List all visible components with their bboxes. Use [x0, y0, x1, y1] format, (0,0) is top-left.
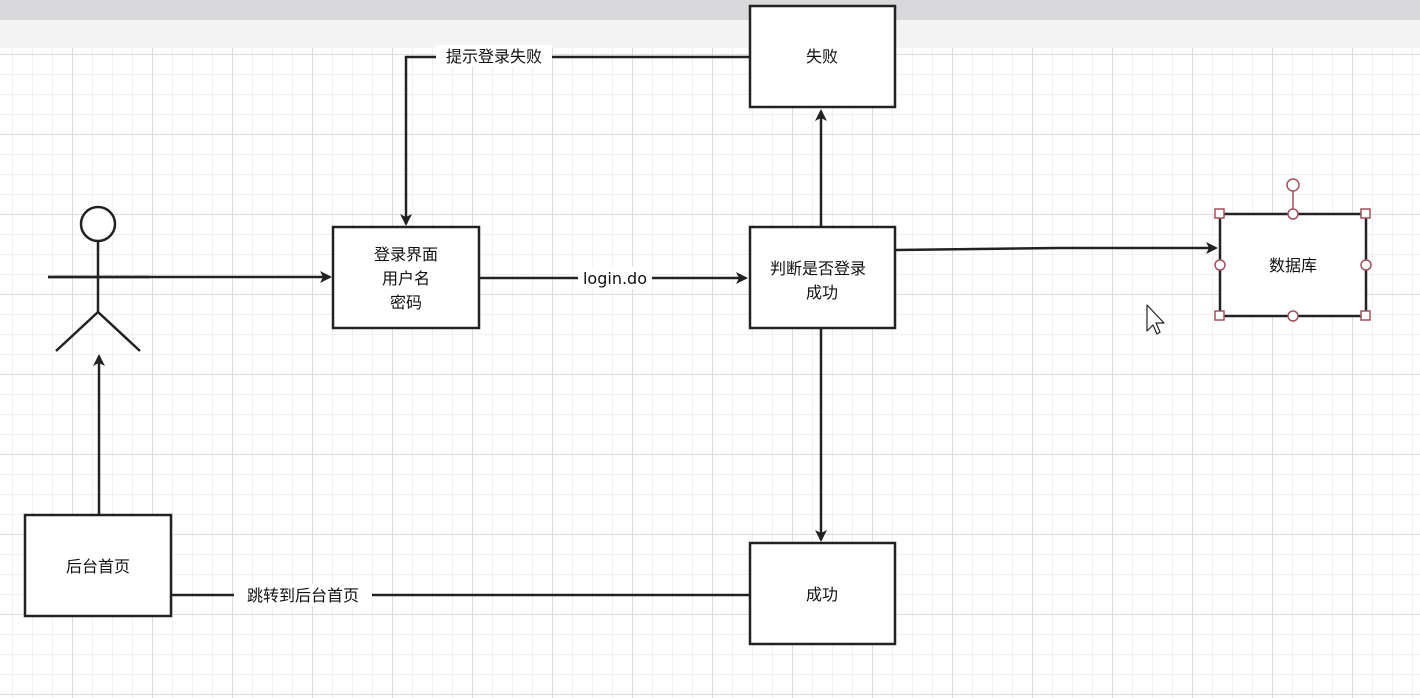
- node-fail-label: 失败: [806, 47, 838, 66]
- node-success[interactable]: 成功: [748, 541, 897, 646]
- edge-label-fail-to-login-text: 提示登录失败: [446, 47, 542, 66]
- node-login-line1: 登录界面: [374, 245, 438, 264]
- node-login[interactable]: 登录界面 用户名 密码: [331, 225, 481, 330]
- node-judge[interactable]: 判断是否登录 成功: [748, 225, 897, 330]
- edge-label-fail-to-login: 提示登录失败: [436, 45, 552, 67]
- node-fail[interactable]: 失败: [748, 4, 897, 109]
- anchor-bottom[interactable]: [1287, 310, 1299, 322]
- mouse-cursor-icon: [1146, 304, 1165, 335]
- node-judge-line2: 成功: [806, 283, 838, 302]
- anchor-left[interactable]: [1214, 259, 1226, 271]
- edge-label-login-to-judge: login.do: [578, 267, 652, 289]
- anchor-right[interactable]: [1360, 259, 1372, 271]
- resize-handle-bl[interactable]: [1214, 310, 1225, 321]
- node-database[interactable]: 数据库: [1218, 212, 1368, 318]
- window-top-bar: [0, 0, 1420, 20]
- resize-handle-br[interactable]: [1360, 310, 1371, 321]
- rotate-handle[interactable]: [1286, 178, 1300, 192]
- node-admin-home-label: 后台首页: [66, 557, 130, 576]
- toolbar-strip: [0, 20, 1420, 49]
- resize-handle-tr[interactable]: [1360, 208, 1371, 219]
- edge-label-login-to-judge-text: login.do: [583, 269, 647, 288]
- anchor-top[interactable]: [1287, 208, 1299, 220]
- node-judge-line1: 判断是否登录: [770, 259, 866, 278]
- resize-handle-tl[interactable]: [1214, 208, 1225, 219]
- edge-label-success-to-home-text: 跳转到后台首页: [247, 586, 359, 605]
- selection-handles[interactable]: [1214, 178, 1372, 322]
- actor-user-icon[interactable]: [48, 205, 150, 352]
- edge-label-success-to-home: 跳转到后台首页: [234, 584, 372, 606]
- node-admin-home[interactable]: 后台首页: [23, 513, 173, 618]
- node-login-line3: 密码: [390, 293, 422, 312]
- node-success-label: 成功: [806, 585, 838, 604]
- edge-judge-to-database[interactable]: [895, 242, 1218, 254]
- node-database-label: 数据库: [1269, 256, 1317, 275]
- node-login-line2: 用户名: [382, 269, 430, 288]
- edge-fail-to-login[interactable]: [400, 55, 750, 226]
